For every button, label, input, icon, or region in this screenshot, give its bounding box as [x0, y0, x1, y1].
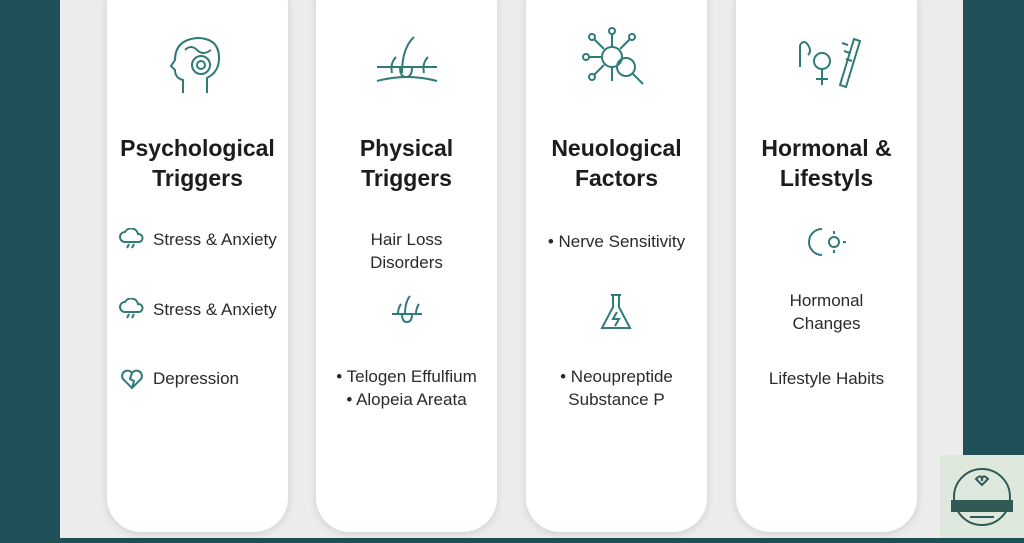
- list-item: Stress & Anxiety: [153, 300, 277, 319]
- storm-cloud-icon: [119, 228, 144, 249]
- list-item: Substance P: [568, 390, 665, 409]
- card-title-line: Hormonal &: [761, 135, 892, 161]
- list-item: Disorders: [370, 253, 443, 272]
- storm-cloud-icon: [119, 298, 144, 319]
- list-item: • Neoupreptide: [560, 367, 673, 386]
- card-title-line: Neuological: [551, 135, 682, 161]
- list-item: Stress & Anxiety: [153, 230, 277, 249]
- list-item: • Nerve Sensitivity: [547, 232, 686, 251]
- list-item: Lifestyle Habits: [768, 369, 885, 388]
- moon-sun-icon: [808, 228, 846, 256]
- list-item: Depression: [153, 369, 239, 388]
- card-title-line: Triggers: [152, 165, 243, 191]
- card-title-line: Triggers: [361, 165, 452, 191]
- list-item: Hormonal: [789, 291, 864, 310]
- flask-icon: [600, 294, 632, 329]
- card-title-line: Psychological: [120, 135, 275, 161]
- broken-heart-icon: [121, 369, 143, 390]
- card-title-line: Factors: [574, 165, 659, 191]
- neuron-magnifier-icon: [581, 27, 644, 85]
- card-title-line: Physical: [359, 135, 454, 161]
- list-item: Changes: [792, 314, 861, 333]
- gender-brush-icon: [798, 37, 861, 89]
- site-logo: [940, 455, 1024, 538]
- hair-follicle-small-icon: [392, 295, 422, 324]
- brain-head-icon: [169, 36, 220, 93]
- list-item: • Telogen Effulfium: [336, 367, 477, 386]
- hair-follicle-icon: [376, 36, 437, 82]
- list-item: • Alopeia Areata: [346, 390, 467, 409]
- list-item: Hair Loss: [370, 230, 443, 249]
- card-title-line: Lifestyls: [779, 165, 874, 191]
